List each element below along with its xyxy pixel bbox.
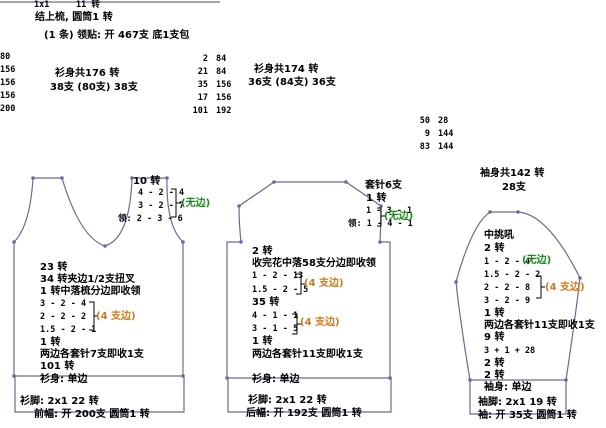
mid-number-b: 156 <box>216 93 232 103</box>
back-line: 35 转 <box>252 297 280 308</box>
front-line: 34 转夹边1/2支扭叉 <box>40 274 135 285</box>
sleeve-number-b: 144 <box>438 129 454 139</box>
back-armhole-note-2: (4 支边) <box>300 317 340 328</box>
sleeve-line: 9 转 <box>484 332 505 343</box>
mid-number-b: 192 <box>216 106 232 116</box>
left-number: 80 <box>0 52 11 62</box>
header-line-1: 结上梳, 圆筒1 转 <box>35 12 113 23</box>
sleeve-number-b: 28 <box>438 116 449 126</box>
back-neck-dec: 领: 1 - 4 - 1 <box>348 219 413 229</box>
sleeve-line: 1 转 <box>484 308 505 319</box>
mid-number-a: 35 <box>197 80 208 90</box>
back-body-stitches: 36支 (84支) 36支 <box>248 77 336 88</box>
sleeve-line: 2 转 <box>484 370 505 381</box>
sleeve-number-a: 50 <box>419 116 430 126</box>
sleeve-line: 3 + 1 + 28 <box>484 346 536 356</box>
sleeve-rib: 袖脚: 2x1 19 转 <box>478 397 557 408</box>
front-line: 3 - 2 - 4 <box>40 299 87 309</box>
sleeve-line: 1 - 2 - 4 <box>484 257 531 267</box>
front-neck-bracket <box>171 188 181 218</box>
sleeve-bracket <box>536 275 545 299</box>
mid-number-b: 84 <box>216 67 227 77</box>
sleeve-number-b: 144 <box>438 142 454 152</box>
front-line: 1 转中落梳分边即收领 <box>40 286 141 297</box>
back-line: 衫身: 单边 <box>252 374 300 385</box>
back-body-rows: 衫身共174 转 <box>254 64 319 75</box>
front-line: 2 - 2 - 2 <box>40 312 87 322</box>
front-body-rows: 衫身共176 转 <box>55 68 120 79</box>
back-neck-dec: 1 - 3 - 1 <box>366 206 413 216</box>
back-neck-bracket <box>377 207 385 227</box>
back-neck-rows: 1 转 <box>366 193 387 204</box>
front-line: 23 转 <box>40 262 68 273</box>
sleeve-side-note: (4 支边) <box>545 282 585 293</box>
front-neck-dec: 3 - 2 - 7 <box>138 201 185 211</box>
back-bracket-2 <box>292 313 302 335</box>
left-number: 200 <box>0 104 16 114</box>
front-neck-rows: 10 转 <box>133 176 161 187</box>
header-line-2: (1 条) 领贴: 开 467支 底1支包 <box>44 30 190 41</box>
front-rib: 衫脚: 2x1 22 转 <box>20 396 99 407</box>
sleeve-cap-note: (无边) <box>522 255 552 266</box>
mid-number-b: 84 <box>216 54 227 64</box>
back-line: 1.5 - 2 - 5 <box>252 285 309 295</box>
back-armhole-note-1: (4 支边) <box>304 278 344 289</box>
back-neck-note: (无边) <box>384 211 414 222</box>
left-number: 156 <box>0 91 16 101</box>
rib-top-label: 1x1 <box>34 0 50 10</box>
back-shoulder: 套针6支 <box>365 180 402 191</box>
front-armhole-bracket <box>89 301 97 331</box>
front-line: 两边各套针7支即收1支 <box>40 349 144 360</box>
back-line: 两边各套针11支即收1支 <box>252 349 363 360</box>
mid-number-b: 156 <box>216 80 232 90</box>
front-body-stitches: 38支 (80支) 38支 <box>50 82 138 93</box>
front-cast-on: 前幅: 开 200支 圆筒1 转 <box>34 409 150 420</box>
sleeve-line: 2 - 2 - 8 <box>484 283 531 293</box>
left-number: 156 <box>0 65 16 75</box>
sleeve-line: 2 转 <box>484 243 505 254</box>
sleeve-total-rows: 袖身共142 转 <box>480 168 545 179</box>
mid-number-a: 101 <box>192 106 208 116</box>
back-line: 收完花中落58支分边即收领 <box>252 258 376 269</box>
mid-number-a: 17 <box>197 93 208 103</box>
sleeve-number-a: 9 <box>424 129 430 139</box>
sleeve-line: 袖身: 单边 <box>484 382 532 393</box>
mid-number-a: 21 <box>197 67 208 77</box>
front-line: 101 转 <box>40 361 75 372</box>
mid-number-a: 2 <box>202 54 208 64</box>
front-line: 1 转 <box>40 337 61 348</box>
back-line: 3 - 1 - 5 <box>252 324 299 334</box>
back-cast-on: 后幅: 开 192支 圆筒1 转 <box>246 408 362 419</box>
left-number: 156 <box>0 78 16 88</box>
front-neck-dec: 4 - 2 - 4 <box>138 188 185 198</box>
sleeve-line: 2 转 <box>484 358 505 369</box>
rib-top-rows: 11 转 <box>76 0 100 10</box>
back-line: 4 - 1 - 1 <box>252 311 299 321</box>
front-neck-note: (无边) <box>181 198 211 209</box>
sleeve-line: 3 - 2 - 9 <box>484 296 531 306</box>
sleeve-total-stitches: 28支 <box>502 182 526 193</box>
sleeve-line: 1.5 - 2 - 2 <box>484 270 541 280</box>
front-armhole-note: (4 支边) <box>96 311 136 322</box>
back-rib: 衫脚: 2x1 22 转 <box>248 395 327 406</box>
front-line: 衫身: 单边 <box>40 374 88 385</box>
back-bracket-1 <box>296 273 306 295</box>
back-line: 2 转 <box>252 246 273 257</box>
sleeve-cast-on: 袖: 开 35支 圆筒1 转 <box>478 410 577 421</box>
front-line: 1.5 - 2 - 1 <box>40 325 97 335</box>
sleeve-cap-title: 中挑吼 <box>484 230 514 241</box>
back-line: 1 转 <box>252 336 273 347</box>
sleeve-line: 两边各套针11支即收1支 <box>484 320 595 331</box>
front-neck-dec: 领: 2 - 3 - 6 <box>118 214 183 224</box>
sleeve-number-a: 83 <box>419 142 430 152</box>
back-line: 1 - 2 - 13 <box>252 271 304 281</box>
